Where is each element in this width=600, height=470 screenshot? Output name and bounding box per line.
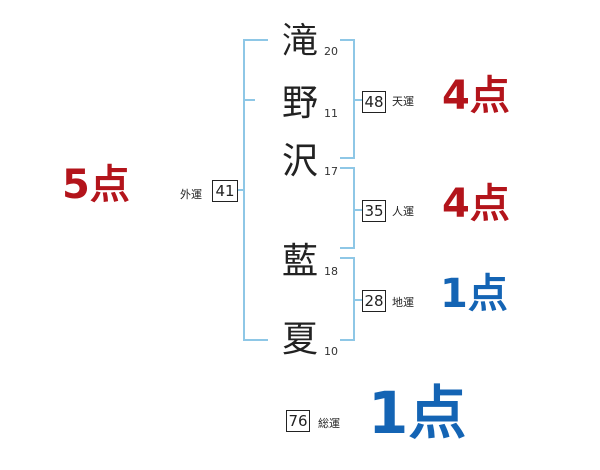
gaiun-value-box: 41 <box>212 180 238 202</box>
gaiun-bracket <box>243 39 268 341</box>
jinun-score: 4点 <box>442 181 510 227</box>
chiun-bracket <box>340 257 355 341</box>
chiun-value-box: 28 <box>362 290 386 312</box>
jinun-bracket <box>340 167 355 249</box>
gaiun-score: 5点 <box>62 162 130 208</box>
name-char-1: 滝 <box>281 21 318 62</box>
stroke-count-2: 11 <box>324 107 338 120</box>
souun-score: 1点 <box>368 379 467 447</box>
tenun-bracket <box>340 39 355 159</box>
tenun-label: 天運 <box>392 95 414 108</box>
tenun-value-box: 48 <box>362 91 386 113</box>
stroke-count-1: 20 <box>324 45 338 58</box>
jinun-label: 人運 <box>392 205 414 218</box>
chiun-score: 1点 <box>440 271 508 317</box>
tenun-score: 4点 <box>442 73 510 119</box>
name-char-4: 藍 <box>281 241 318 282</box>
stroke-count-5: 10 <box>324 345 338 358</box>
jinun-value-box: 35 <box>362 200 386 222</box>
stroke-count-4: 18 <box>324 265 338 278</box>
gaiun-label: 外運 <box>180 188 202 201</box>
souun-label: 総運 <box>318 417 340 430</box>
souun-value-box: 76 <box>286 410 310 432</box>
name-char-3: 沢 <box>281 141 318 182</box>
name-char-5: 夏 <box>281 319 318 360</box>
stroke-count-3: 17 <box>324 165 338 178</box>
name-char-2: 野 <box>281 83 318 124</box>
chiun-label: 地運 <box>392 296 414 309</box>
